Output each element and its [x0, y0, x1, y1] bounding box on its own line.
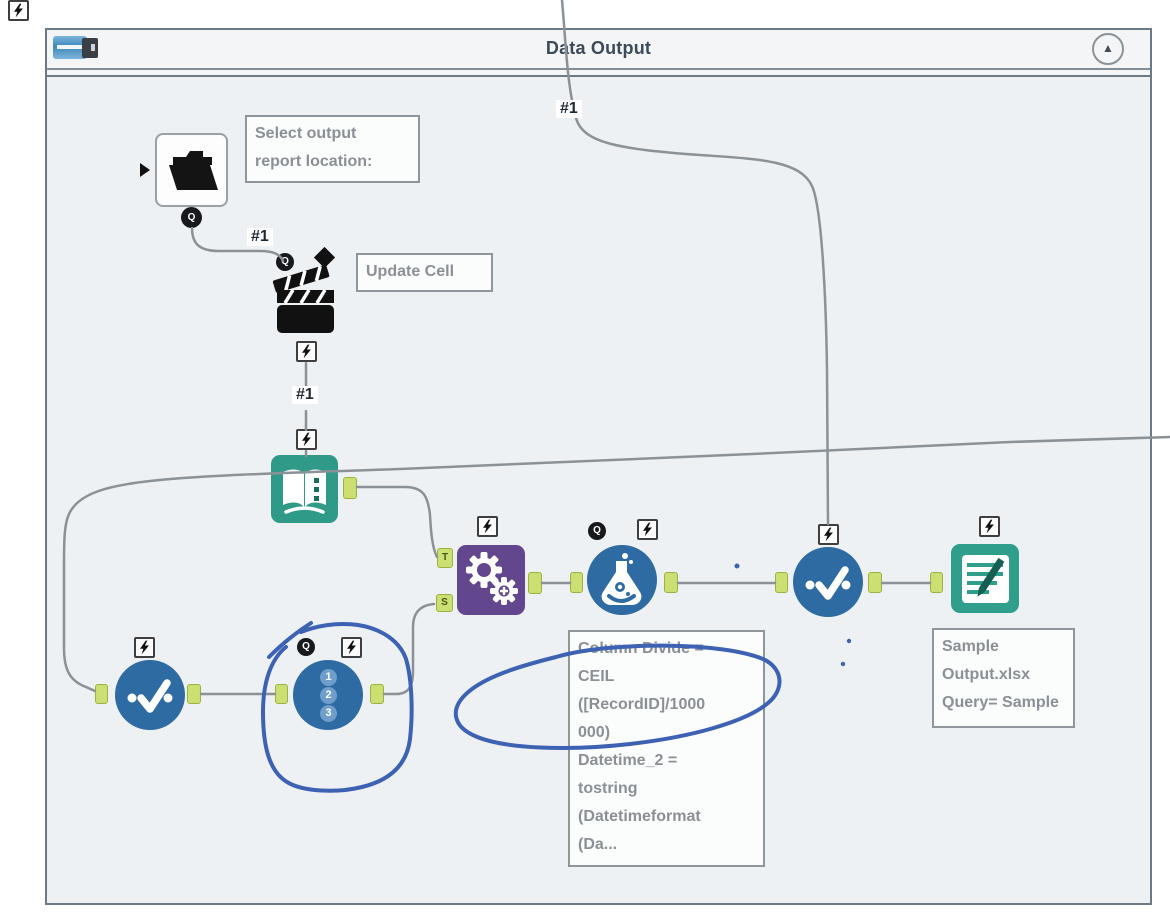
record-id-digit: 2 — [320, 687, 337, 704]
report-pencil-icon — [962, 555, 1009, 603]
annotation-text: tostring — [578, 780, 638, 797]
input-anchor-t[interactable]: T — [437, 548, 453, 568]
book-input-tool[interactable] — [271, 455, 338, 523]
connection-label: #1 — [556, 100, 582, 118]
question-anchor[interactable]: Q — [276, 253, 294, 271]
lightning-anchor[interactable] — [134, 637, 155, 658]
record-id-digit: 3 — [320, 705, 337, 722]
macro-tool[interactable] — [457, 545, 525, 615]
container-header[interactable]: Data Output ▲ — [47, 30, 1150, 68]
annotation-text: Datetime_2 = — [578, 752, 678, 769]
output-anchor[interactable] — [370, 684, 384, 704]
annotation-text: (Da... — [578, 836, 618, 853]
annotation-text: Query= Sample — [942, 694, 1059, 711]
clapperboard-icon — [272, 246, 336, 333]
annotation-text: Sample — [942, 638, 999, 655]
lightning-anchor[interactable] — [818, 524, 839, 545]
lightning-anchor-icon — [8, 0, 29, 21]
output-anchor[interactable] — [343, 477, 357, 499]
input-anchor[interactable] — [930, 572, 943, 593]
output-data-tool[interactable] — [951, 544, 1019, 613]
connection-label: #1 — [292, 386, 318, 404]
annotation-text: Update Cell — [366, 263, 455, 280]
folder-icon — [169, 151, 218, 190]
question-anchor[interactable]: Q — [181, 207, 202, 228]
tool-input-marker — [140, 163, 150, 177]
output-anchor[interactable] — [664, 572, 678, 593]
gears-icon — [466, 552, 518, 605]
connection-label: #1 — [247, 228, 273, 246]
open-book-icon — [283, 469, 326, 514]
collapse-container-button[interactable]: ▲ — [1092, 33, 1124, 65]
annotation-text: Column Divide = — [578, 640, 704, 657]
checkmark-icon — [115, 660, 185, 730]
action-tool[interactable] — [271, 246, 339, 336]
record-id-digit: 1 — [320, 669, 337, 686]
input-anchor-s[interactable]: S — [436, 594, 453, 612]
lightning-anchor[interactable] — [296, 429, 317, 450]
lightning-anchor[interactable] — [341, 637, 362, 658]
input-anchor[interactable] — [570, 572, 583, 593]
annotation-text: 000) — [578, 724, 611, 741]
flask-icon — [601, 553, 642, 605]
input-anchor[interactable] — [95, 684, 108, 704]
checkmark-icon — [793, 547, 863, 617]
annotation-text: (Datetimeformat — [578, 808, 701, 825]
container-icon — [53, 35, 99, 61]
input-anchor[interactable] — [275, 684, 288, 704]
annotation-sample-output[interactable]: Sample Output.xlsx Query= Sample — [932, 628, 1075, 728]
select-tool[interactable] — [793, 547, 863, 617]
lightning-anchor[interactable] — [979, 516, 1000, 537]
select-tool[interactable] — [115, 660, 185, 730]
lightning-anchor[interactable] — [296, 341, 317, 362]
question-anchor[interactable]: Q — [588, 522, 606, 540]
annotation-column-divide[interactable]: Column Divide = CEIL ([RecordID]/1000 00… — [568, 630, 765, 867]
annotation-text: report location: — [255, 153, 373, 170]
annotation-text: Output.xlsx — [942, 666, 1031, 683]
output-anchor[interactable] — [528, 572, 542, 594]
annotation-text: ([RecordID]/1000 — [578, 696, 706, 713]
annotation-select-output[interactable]: Select output report location: — [245, 115, 420, 183]
output-anchor[interactable] — [868, 572, 882, 593]
annotation-text: Select output — [255, 125, 357, 142]
question-anchor[interactable]: Q — [297, 638, 315, 656]
output-anchor[interactable] — [187, 684, 201, 704]
file-browse-tool[interactable] — [155, 133, 228, 207]
container-header-divider — [47, 68, 1150, 77]
lightning-anchor[interactable] — [477, 516, 498, 537]
input-anchor[interactable] — [775, 572, 788, 593]
container-title: Data Output — [545, 38, 652, 58]
annotation-text: CEIL — [578, 668, 615, 685]
lightning-anchor[interactable] — [637, 519, 658, 540]
annotation-update-cell[interactable]: Update Cell — [356, 253, 493, 292]
record-id-tool[interactable]: 1 2 3 — [293, 660, 363, 730]
formula-tool[interactable] — [587, 545, 657, 615]
